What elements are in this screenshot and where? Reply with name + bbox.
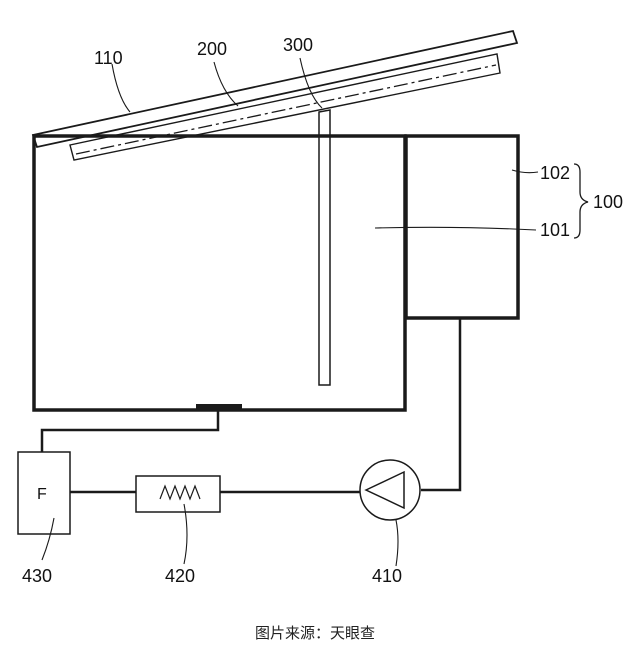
label-101: 101 [540,220,570,240]
label-420: 420 [165,566,195,586]
pump-410 [359,459,421,521]
label-100: 100 [593,192,623,212]
label-410: 410 [372,566,402,586]
leader-102 [511,169,539,174]
heater-coil-icon [159,484,201,501]
filter-letter: F [37,486,47,503]
leader-300 [299,57,323,109]
panel-200 [69,53,501,161]
tank-101 [32,134,407,412]
pipe-pump-to-chamber [421,318,462,492]
leader-101 [374,226,537,231]
label-430: 430 [22,566,52,586]
partition-300 [318,109,331,386]
label-102: 102 [540,163,570,183]
label-200: 200 [197,39,227,59]
leader-110 [111,63,131,113]
pipe-drain-to-filter [40,409,220,452]
leader-430 [41,517,55,561]
image-source-caption: 图片来源：天眼查 [254,624,375,642]
filter-430 [17,451,71,535]
panel-200-dashline [75,64,497,155]
label-300: 300 [283,35,313,55]
heater-420 [135,475,221,513]
drain-outlet [196,404,242,409]
leader-200 [213,61,239,107]
label-110: 110 [94,48,123,68]
leader-420 [183,503,188,565]
leader-410 [395,519,399,567]
brace-100 [573,163,589,239]
pump-arrow-icon [364,470,405,510]
